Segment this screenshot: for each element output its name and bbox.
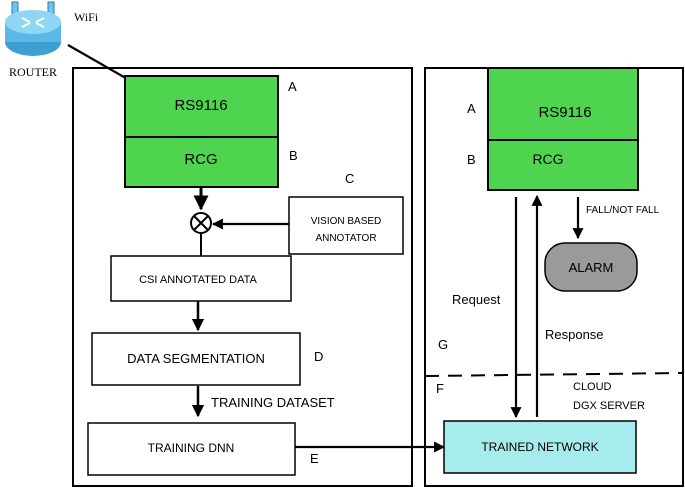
rs9116-label-right: RS9116 — [538, 104, 591, 121]
rs9116-box-left — [124, 75, 279, 138]
vision-annotator-box — [288, 196, 404, 255]
trained-network-label: TRAINED NETWORK — [481, 440, 598, 454]
rcg-box-right — [487, 139, 639, 191]
marker-a-left: A — [288, 79, 297, 94]
router-icon — [5, 1, 61, 56]
training-dnn-box — [87, 422, 296, 476]
training-panel — [72, 67, 413, 487]
annotator-line2: ANNOTATOR — [315, 233, 376, 244]
marker-d: D — [314, 349, 323, 364]
router-label: ROUTER — [9, 65, 57, 79]
alarm-label: ALARM — [569, 260, 614, 275]
training-dnn-label: TRAINING DNN — [148, 441, 235, 455]
marker-g: G — [438, 337, 448, 352]
trained-network-box — [443, 420, 637, 474]
annotator-line1: VISION BASED — [311, 216, 382, 227]
data-segmentation-box — [91, 332, 301, 386]
marker-f: F — [436, 381, 444, 396]
rcg-label-left: RCG — [184, 151, 217, 168]
mixer-icon — [190, 212, 212, 234]
rs9116-box-right — [487, 67, 639, 141]
marker-b-left: B — [289, 148, 298, 163]
alarm-box — [544, 242, 638, 292]
rcg-label-right: RCG — [532, 151, 563, 167]
marker-e: E — [310, 451, 319, 466]
marker-c: C — [345, 171, 354, 186]
cloud-label: CLOUD — [573, 381, 612, 393]
request-label: Request — [452, 292, 501, 307]
csi-annotated-box — [110, 255, 292, 302]
csi-annotated-label: CSI ANNOTATED DATA — [139, 274, 257, 286]
fall-not-fall-label: FALL/NOT FALL — [586, 205, 660, 216]
rs9116-label-left: RS9116 — [174, 97, 227, 114]
dgx-server-label: DGX SERVER — [573, 400, 645, 412]
cloud-divider — [424, 372, 684, 377]
response-label: Response — [545, 327, 604, 342]
marker-a-right: A — [467, 101, 476, 116]
wifi-label: WiFi — [74, 10, 99, 24]
training-dataset-label: TRAINING DATASET — [211, 395, 335, 410]
marker-b-right: B — [467, 152, 476, 167]
data-segmentation-label: DATA SEGMENTATION — [127, 351, 265, 366]
